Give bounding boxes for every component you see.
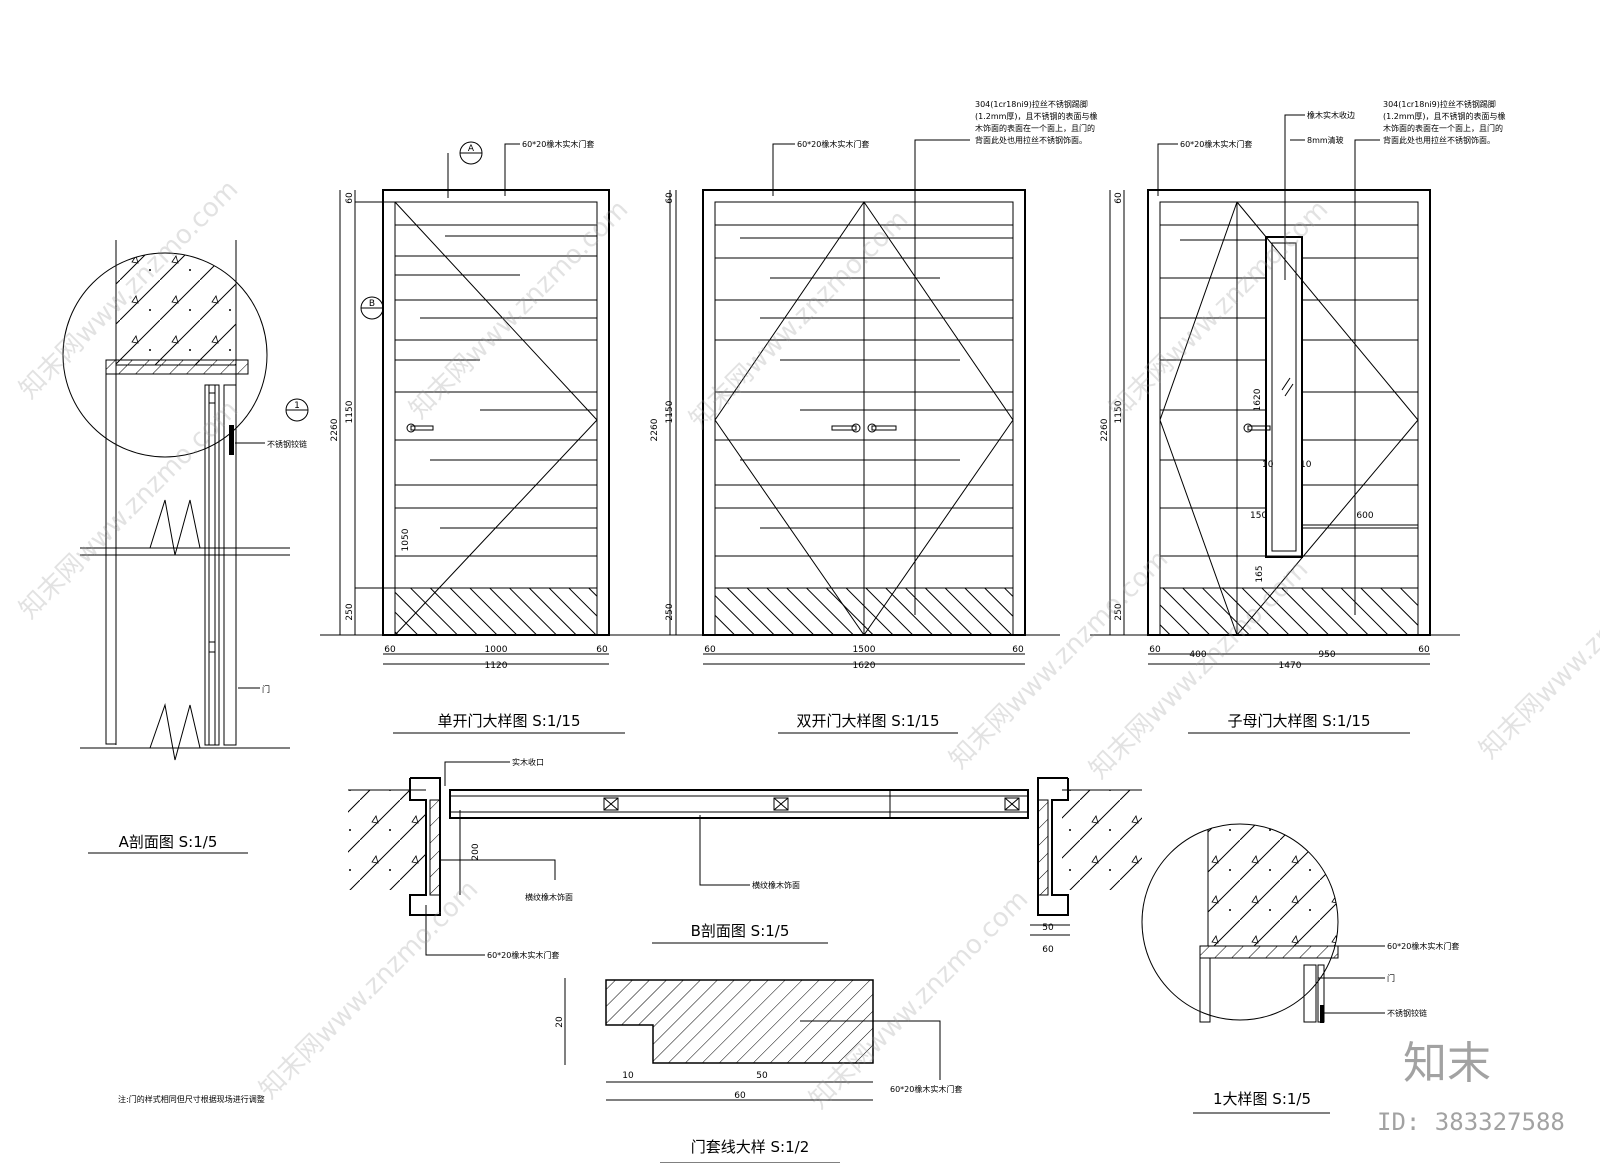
svg-text:60: 60	[596, 645, 608, 655]
svg-text:60: 60	[345, 192, 355, 204]
svg-text:1620: 1620	[1253, 388, 1263, 411]
svg-text:250: 250	[665, 603, 675, 620]
svg-text:400: 400	[1189, 650, 1206, 660]
callout-frame-double: 60*20橡木实木门套	[797, 139, 869, 149]
svg-text:60: 60	[1418, 645, 1430, 655]
svg-text:250: 250	[345, 603, 355, 620]
svg-text:(1.2mm厚)，且不锈钢的表面与橡: (1.2mm厚)，且不锈钢的表面与橡	[1383, 111, 1506, 121]
svg-text:50: 50	[1042, 923, 1054, 933]
svg-text:(1.2mm厚)，且不锈钢的表面与橡: (1.2mm厚)，且不锈钢的表面与橡	[975, 111, 1098, 121]
brand-logo: 知末	[1403, 1038, 1491, 1089]
title-section-a: A剖面图 S:1/5	[119, 833, 218, 851]
svg-text:60: 60	[1012, 645, 1024, 655]
svg-text:1470: 1470	[1279, 661, 1302, 671]
svg-text:知末网www.znzmo.com: 知末网www.znzmo.com	[254, 874, 485, 1105]
marker-a: A	[468, 144, 475, 154]
title-trim-detail: 门套线大样 S:1/2	[691, 1138, 810, 1156]
image-id: ID: 383327588	[1377, 1108, 1565, 1136]
svg-text:2260: 2260	[1100, 418, 1110, 441]
mother-child-door-elevation: 1150 60 250 2260 1620 10 10 150 165 600 …	[1090, 99, 1506, 734]
svg-text:60: 60	[1042, 945, 1054, 955]
svg-text:10: 10	[622, 1071, 634, 1081]
svg-text:知末网www.znzmo.com: 知末网www.znzmo.com	[1104, 194, 1335, 425]
drawing-note: 注:门的样式相同但尺寸根据现场进行调整	[118, 1094, 265, 1104]
callout-frame-trim: 60*20橡木实木门套	[890, 1084, 962, 1094]
title-detail-1: 1大样图 S:1/5	[1213, 1090, 1311, 1108]
title-single-door: 单开门大样图 S:1/15	[437, 712, 580, 730]
title-mother-door: 子母门大样图 S:1/15	[1227, 712, 1370, 730]
svg-text:950: 950	[1318, 650, 1335, 660]
callout-frame-single: 60*20橡木实木门套	[522, 139, 594, 149]
svg-text:知末网www.znzmo.com: 知末网www.znzmo.com	[684, 204, 915, 435]
marker-one: 1	[294, 401, 300, 411]
svg-text:木饰面的表面在一个面上，且门的: 木饰面的表面在一个面上，且门的	[975, 123, 1095, 133]
svg-text:60: 60	[1149, 645, 1161, 655]
svg-text:1150: 1150	[345, 400, 355, 423]
svg-text:60: 60	[734, 1091, 746, 1101]
callout-steel-kick-mother: 304(1cr18ni9)拉丝不锈钢踢脚 (1.2mm厚)，且不锈钢的表面与橡 …	[1383, 99, 1506, 145]
svg-text:60: 60	[1114, 192, 1124, 204]
svg-text:2260: 2260	[650, 418, 660, 441]
svg-text:2260: 2260	[330, 418, 340, 441]
callout-frame-b: 60*20橡木实木门套	[487, 950, 559, 960]
single-door-elevation: 1150 60 250 2260 1050 60 1000 60 1120 A …	[320, 139, 640, 734]
svg-text:200: 200	[471, 843, 481, 860]
section-a-drawing: 1 不锈钢铰链 门 A剖面图 S:1/5	[62, 240, 309, 854]
callout-frame-mother: 60*20橡木实木门套	[1180, 139, 1252, 149]
callout-veneer-left: 横纹橡木饰面	[525, 892, 573, 902]
svg-text:600: 600	[1356, 511, 1373, 521]
svg-text:1620: 1620	[853, 661, 876, 671]
double-door-elevation: 1150 60 250 2260 60 1500 60 1620 60*20橡木…	[640, 99, 1098, 734]
svg-text:知末网www.znzmo.com: 知末网www.znzmo.com	[404, 194, 635, 425]
svg-text:60: 60	[384, 645, 396, 655]
svg-text:背面此处也用拉丝不锈钢饰面。: 背面此处也用拉丝不锈钢饰面。	[975, 135, 1087, 145]
svg-text:60: 60	[704, 645, 716, 655]
svg-text:10: 10	[1262, 460, 1274, 470]
callout-frame-d1: 60*20橡木实木门套	[1387, 941, 1459, 951]
callout-hinge: 不锈钢铰链	[267, 439, 307, 449]
svg-text:20: 20	[555, 1016, 565, 1028]
svg-text:1000: 1000	[485, 645, 508, 655]
svg-text:10: 10	[1300, 460, 1312, 470]
trim-detail-drawing: 20 10 50 60 60*20橡木实木门套 门套线大样 S:1/2	[555, 978, 962, 1163]
svg-text:1120: 1120	[485, 661, 508, 671]
svg-text:1050: 1050	[401, 528, 411, 551]
svg-text:知末网www.znzmo.com: 知末网www.znzmo.com	[14, 394, 245, 625]
callout-door-d1: 门	[1387, 973, 1395, 983]
svg-text:背面此处也用拉丝不锈钢饰面。: 背面此处也用拉丝不锈钢饰面。	[1383, 135, 1495, 145]
svg-text:50: 50	[756, 1071, 768, 1081]
callout-oak-edge: 橡木实木收边	[1307, 110, 1355, 120]
marker-b: B	[369, 299, 375, 309]
title-section-b: B剖面图 S:1/5	[691, 922, 790, 940]
svg-text:木饰面的表面在一个面上，且门的: 木饰面的表面在一个面上，且门的	[1383, 123, 1503, 133]
svg-text:1500: 1500	[853, 645, 876, 655]
svg-text:知末网www.znzmo.com: 知末网www.znzmo.com	[1474, 534, 1600, 765]
svg-text:250: 250	[1114, 603, 1124, 620]
callout-glass: 8mm清玻	[1307, 135, 1344, 145]
svg-text:1150: 1150	[1114, 400, 1124, 423]
svg-text:150: 150	[1250, 511, 1267, 521]
svg-text:1150: 1150	[665, 400, 675, 423]
title-double-door: 双开门大样图 S:1/15	[796, 712, 939, 730]
svg-text:60: 60	[665, 192, 675, 204]
callout-veneer-b: 横纹橡木饰面	[752, 880, 800, 890]
watermark-layer: 知末网www.znzmo.com 知末网www.znzmo.com 知末网www…	[14, 174, 1600, 1115]
callout-steel-kick: 304(1cr18ni9)拉丝不锈钢踢脚 (1.2mm厚)，且不锈钢的表面与橡 …	[975, 99, 1098, 145]
callout-solid-edge: 实木收口	[512, 757, 544, 767]
svg-text:165: 165	[1255, 565, 1265, 582]
callout-door: 门	[262, 684, 270, 694]
section-b-drawing: 实木收口 200 横纹橡木饰面 横纹橡木饰面 60*20橡木实木门套 50 60…	[348, 757, 1142, 960]
callout-hinge-d1: 不锈钢铰链	[1387, 1008, 1427, 1018]
svg-text:304(1cr18ni9)拉丝不锈钢踢脚: 304(1cr18ni9)拉丝不锈钢踢脚	[1383, 99, 1496, 109]
svg-text:304(1cr18ni9)拉丝不锈钢踢脚: 304(1cr18ni9)拉丝不锈钢踢脚	[975, 99, 1088, 109]
